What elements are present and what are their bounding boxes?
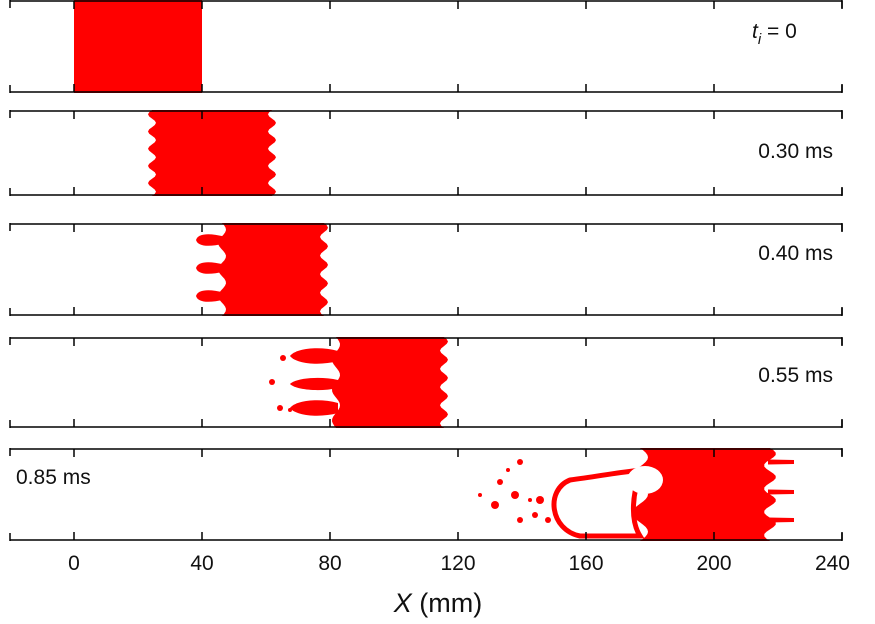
x-tick-labels: 0 40 80 120 160 200 240 [68,552,850,575]
x-tick-label: 160 [568,552,603,575]
fluid-finger [768,459,794,465]
droplet [506,468,510,472]
droplet [545,517,551,523]
panel-1-time-label: ti = 0 [752,20,797,48]
fluid-finger [290,377,338,391]
fluid-finger [196,234,224,246]
fluid-finger [290,348,338,364]
panel-3-time-label: 0.40 ms [758,242,833,265]
droplet [497,479,503,485]
droplet [511,491,519,499]
fluid-slab [332,337,448,428]
droplet [536,496,544,504]
fluid-finger [768,517,794,523]
fluid-slab [148,110,276,196]
panel-5 [9,448,843,541]
panel-3 [9,223,843,316]
x-tick-label: 120 [440,552,475,575]
droplet [277,405,283,411]
x-axis-title: X (mm) [393,588,482,618]
panel-5-time-label: 0.85 ms [16,466,91,489]
droplet [288,408,292,412]
panel-2-time-label: 0.30 ms [758,140,833,163]
droplet [478,493,482,497]
panel-4 [9,337,843,428]
fluid-finger [290,400,338,416]
fluid-ligament [551,467,647,539]
fluid-finger [196,290,224,302]
fluid-slab [74,0,202,93]
x-tick-label: 0 [68,552,80,575]
panel-4-time-label: 0.55 ms [758,364,833,387]
droplet [528,498,532,502]
droplet [517,459,523,465]
droplet [517,517,523,523]
fluid-finger [768,489,794,495]
fluid-finger [196,262,224,274]
fluid-slab [632,448,776,541]
bubble [627,466,663,494]
droplet [532,512,538,518]
droplet [280,355,286,361]
panels [9,0,843,541]
x-tick-label: 200 [696,552,731,575]
x-tick-label: 80 [318,552,341,575]
x-tick-label: 240 [815,552,850,575]
panel-1 [9,0,843,93]
fluid-slab [218,223,328,316]
panel-2 [9,110,843,196]
droplet [269,379,275,385]
droplet [491,501,499,509]
x-tick-label: 40 [190,552,213,575]
